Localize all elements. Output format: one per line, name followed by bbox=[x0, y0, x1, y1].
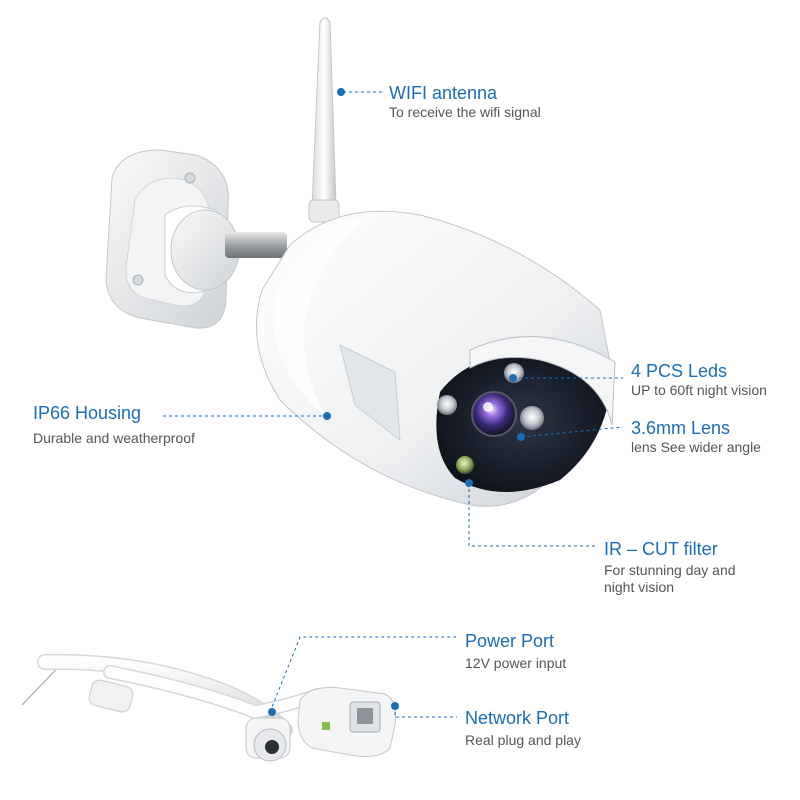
callout-title: IP66 Housing bbox=[33, 403, 142, 423]
callout-desc-line2: night vision bbox=[604, 579, 675, 595]
ir-cut-sensor bbox=[456, 456, 474, 474]
callout-dots bbox=[268, 88, 525, 716]
callout-title: IR – CUT filter bbox=[604, 539, 718, 559]
mount-pole bbox=[225, 232, 287, 258]
callout-lens: 3.6mm Lens lens See wider angle bbox=[631, 417, 761, 456]
callout-title: 3.6mm Lens bbox=[631, 418, 731, 438]
leader-network bbox=[394, 706, 457, 718]
network-port-connector bbox=[297, 687, 396, 757]
leader-power bbox=[269, 636, 457, 713]
callout-desc: Durable and weatherproof bbox=[33, 430, 195, 446]
callout-desc-line1: For stunning day and bbox=[604, 562, 736, 578]
wifi-antenna bbox=[311, 17, 337, 211]
cable-assembly bbox=[21, 653, 396, 762]
callout-wifi: WIFI antenna To receive the wifi signal bbox=[389, 82, 541, 121]
leader-lens bbox=[520, 426, 624, 438]
callout-title: Network Port bbox=[465, 708, 570, 728]
callout-desc: UP to 60ft night vision bbox=[631, 382, 767, 398]
callout-desc: 12V power input bbox=[465, 655, 567, 671]
camera-lens bbox=[471, 391, 517, 437]
callout-network: Network Port Real plug and play bbox=[465, 707, 581, 749]
camera-front-face bbox=[436, 336, 616, 493]
callout-title: WIFI antenna bbox=[389, 83, 498, 103]
callout-desc: lens See wider angle bbox=[631, 439, 761, 455]
leader-ircut bbox=[468, 483, 597, 547]
led-2 bbox=[437, 395, 457, 415]
callout-lines bbox=[163, 91, 624, 718]
callout-desc: Real plug and play bbox=[465, 732, 581, 748]
power-port-connector bbox=[245, 717, 291, 762]
callout-ircut: IR – CUT filter For stunning day and nig… bbox=[604, 538, 736, 596]
callout-leds: 4 PCS Leds UP to 60ft night vision bbox=[631, 360, 767, 399]
callout-desc: To receive the wifi signal bbox=[389, 104, 541, 120]
callout-title: 4 PCS Leds bbox=[631, 361, 728, 381]
callout-title: Power Port bbox=[465, 631, 555, 651]
wall-mount bbox=[105, 149, 240, 329]
callout-power: Power Port 12V power input bbox=[465, 630, 566, 672]
callout-housing: IP66 Housing Durable and weatherproof bbox=[33, 402, 195, 447]
led-3 bbox=[520, 406, 544, 430]
